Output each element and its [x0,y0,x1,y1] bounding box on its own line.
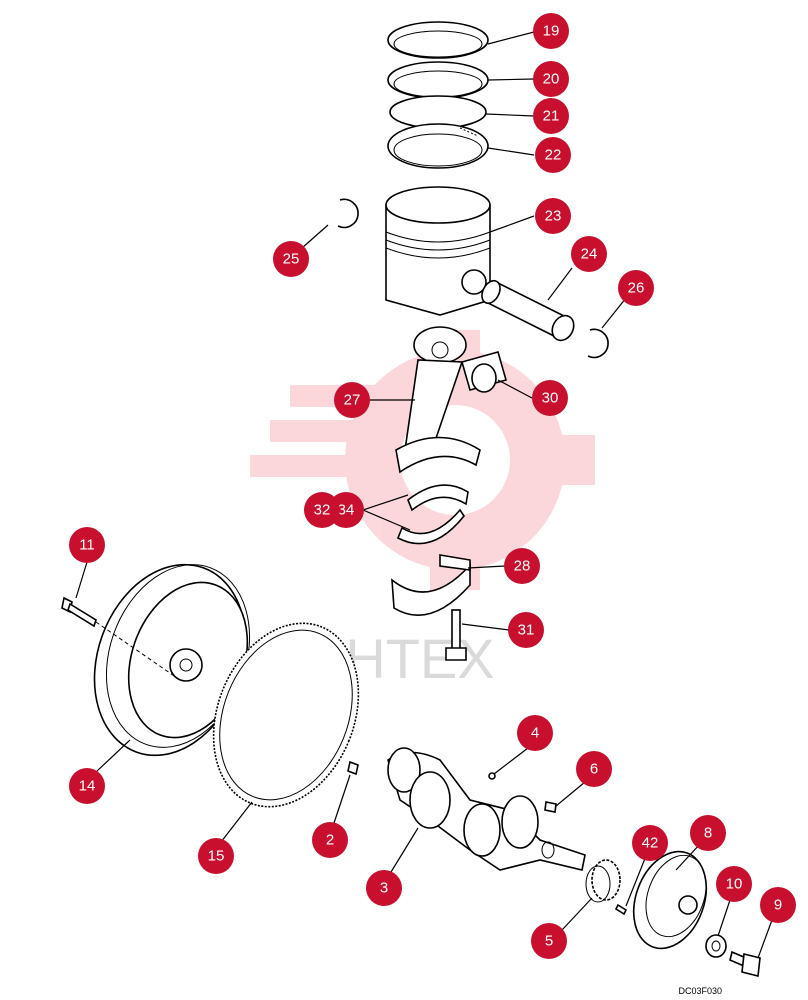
callout-2: 2 [312,822,348,858]
callout-22: 22 [535,137,571,173]
piston-ring-22 [387,123,489,169]
callout-25: 25 [273,241,309,277]
pulley-bolt [729,950,761,977]
callouts: 19 20 21 22 23 24 25 26 27 30 34 32 28 3… [69,13,796,959]
svg-text:4: 4 [531,725,539,742]
svg-text:3: 3 [380,880,388,897]
woodruff-key [544,801,557,813]
circlip-25 [337,198,359,229]
svg-text:20: 20 [543,71,560,88]
svg-text:2: 2 [326,832,334,849]
svg-text:31: 31 [518,622,535,639]
bearing-shell-upper [407,484,469,512]
svg-text:6: 6 [590,761,598,778]
piston-ring-20 [387,61,489,99]
svg-text:5: 5 [545,933,553,950]
svg-text:10: 10 [726,876,743,893]
callout-5: 5 [531,923,567,959]
svg-text:9: 9 [774,897,782,914]
callout-9: 9 [760,887,796,923]
pulley-washer [705,934,727,958]
flywheel-bolt [61,596,181,681]
dowel-pin [347,760,359,776]
svg-text:34: 34 [338,502,355,519]
circlip-26 [587,328,609,359]
callout-3: 3 [366,870,402,906]
small-end-bushing [461,351,507,393]
bearing-shell-lower [396,508,465,545]
svg-text:24: 24 [581,246,598,263]
svg-text:8: 8 [704,825,712,842]
callout-28: 28 [504,548,540,584]
callout-31: 31 [508,612,544,648]
callout-24: 24 [571,236,607,272]
callout-30: 30 [532,380,568,416]
svg-text:28: 28 [514,558,531,575]
svg-text:23: 23 [545,208,562,225]
callout-11: 11 [69,527,105,563]
connecting-rod-cap [391,554,471,616]
piston-ring-19 [387,21,489,59]
rod-bolt [445,609,467,661]
svg-text:15: 15 [208,848,225,865]
crankshaft [387,747,586,871]
svg-text:42: 42 [642,835,659,852]
gear-pin [614,903,628,916]
callout-32: 32 [304,492,340,528]
svg-text:27: 27 [344,392,361,409]
callout-21: 21 [533,98,569,134]
callout-10: 10 [716,866,752,902]
svg-text:32: 32 [314,502,331,519]
svg-text:25: 25 [283,251,300,268]
leader-lines [75,31,773,959]
svg-text:30: 30 [542,390,559,407]
diagram-code: DC03F030 [678,986,722,996]
crankshaft-gear [585,859,621,903]
callout-27: 27 [334,382,370,418]
callout-20: 20 [533,61,569,97]
ring-gear [212,622,360,808]
callout-23: 23 [535,198,571,234]
callout-4: 4 [517,715,553,751]
callout-19: 19 [533,13,569,49]
callout-15: 15 [198,838,234,874]
svg-text:21: 21 [543,108,560,125]
piston-pin [481,279,575,342]
piston [385,186,491,316]
flywheel [93,563,251,757]
svg-text:11: 11 [79,537,95,554]
callout-8: 8 [690,815,726,851]
callout-42: 42 [632,825,668,861]
connecting-rod [395,326,481,474]
svg-text:14: 14 [79,778,96,795]
svg-text:22: 22 [545,147,562,164]
crank-pulley [632,850,708,950]
callout-6: 6 [576,751,612,787]
svg-text:26: 26 [628,280,645,297]
callout-14: 14 [69,768,105,804]
oil-plug-ball [488,772,496,780]
svg-text:19: 19 [543,23,560,40]
callout-26: 26 [618,270,654,306]
